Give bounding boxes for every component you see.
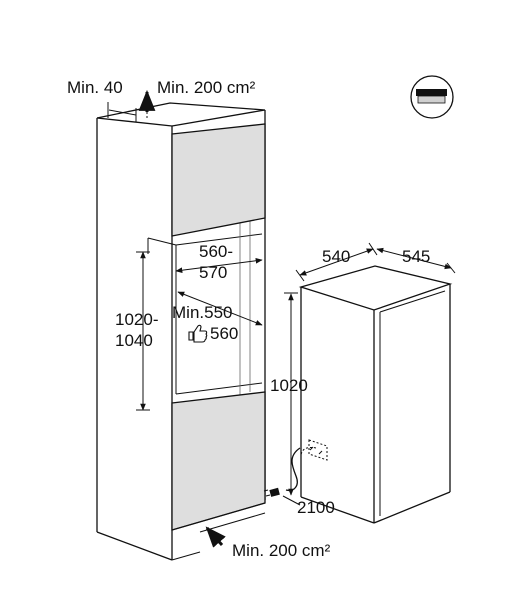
niche-width-label-2: 570: [199, 263, 227, 282]
niche-depth-min-label: Min.550: [172, 303, 232, 322]
thumbs-up-icon: [188, 324, 208, 343]
niche-height-label-2: 1040: [115, 331, 153, 350]
power-connection: 2100: [263, 439, 335, 517]
appliance-drawing: [298, 265, 453, 524]
top-vent-label: Min. 200 cm²: [157, 78, 256, 97]
appliance-height-dimension: 1020: [270, 292, 308, 496]
cable-length-label: 2100: [297, 498, 335, 517]
bottom-vent-label: Min. 200 cm²: [232, 541, 331, 560]
upper-door-panel: [171, 123, 266, 237]
top-airflow: Min. 200 cm²: [138, 78, 256, 118]
appliance-depth-dimension: 545: [376, 247, 456, 274]
arrow-diagonal-icon: [205, 526, 226, 548]
ventilation-grille-icon: [410, 75, 454, 119]
min-gap-label: Min. 40: [67, 78, 123, 97]
lower-door-panel: [171, 391, 266, 531]
appliance-height-label: 1020: [270, 376, 308, 395]
niche-depth-dimension: Min.550 560: [172, 291, 263, 343]
niche-depth-recommended-label: 560: [210, 324, 238, 343]
wall-socket-icon: [308, 439, 328, 461]
min-gap-dimension: Min. 40: [67, 78, 137, 122]
niche-width-dimension: 560- 570: [175, 242, 263, 282]
power-plug-icon: [263, 487, 280, 497]
appliance-width-dimension: 540: [295, 242, 378, 282]
niche-width-label-1: 560-: [199, 242, 233, 261]
niche-height-dimension: 1020- 1040: [115, 251, 158, 411]
bottom-airflow: Min. 200 cm²: [205, 526, 331, 560]
appliance-width-label: 540: [322, 247, 350, 266]
niche-height-label-1: 1020-: [115, 310, 158, 329]
appliance-depth-label: 545: [402, 247, 430, 266]
